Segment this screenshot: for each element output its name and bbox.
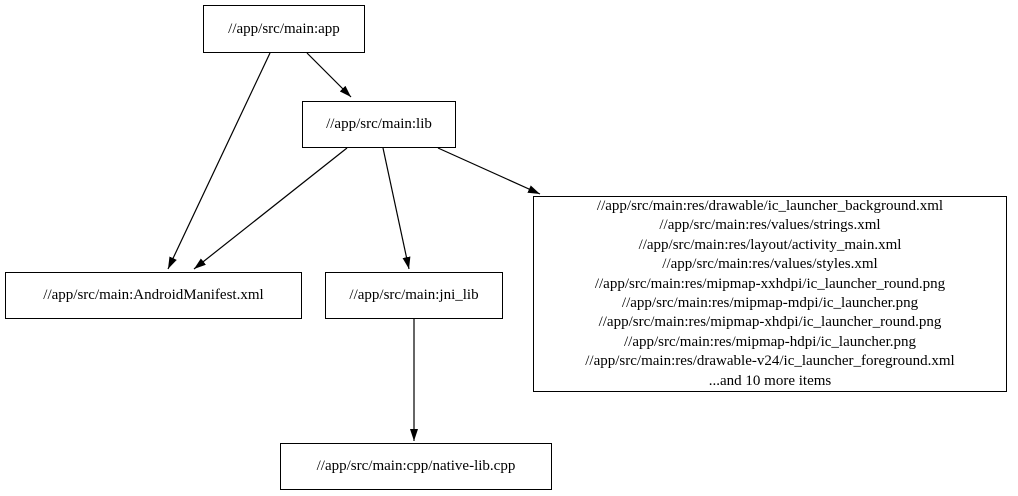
res-group-line: //app/src/main:res/mipmap-xxhdpi/ic_laun… (594, 275, 946, 292)
node-native-lib-label: //app/src/main:cpp/native-lib.cpp (316, 458, 516, 474)
node-lib: //app/src/main:lib (302, 101, 456, 148)
res-group-line: //app/src/main:res/mipmap-hdpi/ic_launch… (623, 333, 916, 350)
edge-lib-to-android-manifest (193, 147, 348, 270)
node-jni-lib: //app/src/main:jni_lib (325, 272, 503, 319)
node-app-label: //app/src/main:app (228, 20, 340, 37)
res-group-more-items: ...and 10 more items (708, 372, 832, 389)
node-jni-lib-label: //app/src/main:jni_lib (349, 287, 479, 303)
res-group-line: //app/src/main:res/mipmap-mdpi/ic_launch… (621, 295, 919, 311)
res-group-line: //app/src/main:res/values/strings.xml (659, 217, 881, 234)
edge-lib-to-jni-lib (382, 147, 411, 270)
res-group-line: //app/src/main:res/drawable-v24/ic_launc… (585, 353, 955, 370)
node-lib-label: //app/src/main:lib (326, 116, 432, 132)
node-android-manifest: //app/src/main:AndroidManifest.xml (5, 272, 302, 319)
edge-lib-to-res-group (437, 147, 541, 195)
node-res-group: //app/src/main:res/drawable/ic_launcher_… (533, 196, 1007, 392)
res-group-line: //app/src/main:res/mipmap-xhdpi/ic_launc… (598, 314, 942, 331)
res-group-line: //app/src/main:res/drawable/ic_launcher_… (596, 197, 944, 214)
edge-app-to-lib (306, 52, 352, 98)
node-app: //app/src/main:app (203, 5, 365, 53)
res-group-line: //app/src/main:res/values/styles.xml (662, 256, 878, 273)
res-group-line: //app/src/main:res/layout/activity_main.… (638, 236, 902, 253)
node-native-lib: //app/src/main:cpp/native-lib.cpp (280, 443, 552, 490)
node-android-manifest-label: //app/src/main:AndroidManifest.xml (43, 287, 264, 303)
edge-app-to-android-manifest (167, 52, 271, 270)
